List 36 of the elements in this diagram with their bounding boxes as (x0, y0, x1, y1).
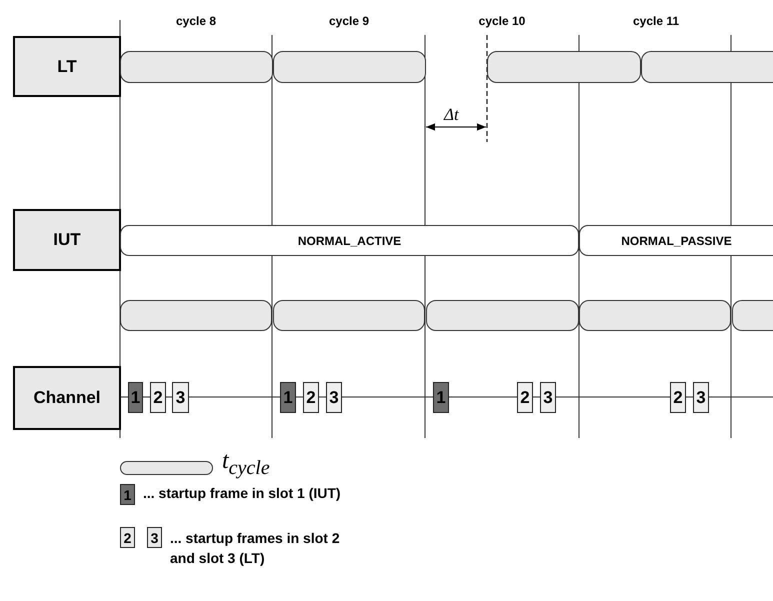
startup-frame: 3 (326, 382, 342, 413)
startup-frame: 1 (280, 382, 296, 413)
state-bar: NORMAL_PASSIVE (579, 225, 773, 256)
dimension-label: Δt (444, 105, 459, 125)
legend-swatch: 3 (147, 527, 162, 548)
cycle-label: cycle 9 (328, 14, 370, 28)
cycle-label: cycle 10 (478, 14, 526, 28)
startup-frame: 3 (540, 382, 556, 413)
startup-frame: 1 (128, 382, 143, 413)
startup-frame: 1 (433, 382, 449, 413)
lane-label-box: IUT (13, 209, 121, 271)
lane-label-box: Channel (13, 366, 121, 430)
cycle-bar (120, 300, 272, 331)
legend-swatch: 1 (120, 484, 135, 505)
startup-frame: 2 (670, 382, 686, 413)
cycle-bar (273, 51, 426, 83)
lane-label-box: LT (13, 36, 121, 97)
cycle-label: cycle 11 (632, 14, 680, 28)
legend-text: ... startup frames in slot 2 and slot 3 (LT) (170, 529, 341, 568)
cycle-bar (120, 51, 273, 83)
startup-frame: 3 (172, 382, 189, 413)
cycle-bar (487, 51, 641, 83)
legend-text: ... startup frame in slot 1 (IUT) (143, 485, 341, 501)
cycle-bar (732, 300, 773, 331)
state-bar: NORMAL_ACTIVE (120, 225, 579, 256)
startup-frame: 2 (150, 382, 166, 413)
legend-text: t$_{cycle}$ (222, 448, 270, 480)
cycle-bar (426, 300, 579, 331)
cycle-bar (641, 51, 773, 83)
cycle-bar (273, 300, 425, 331)
startup-frame: 2 (303, 382, 319, 413)
startup-frame: 2 (517, 382, 533, 413)
cycle-label: cycle 8 (176, 14, 216, 28)
startup-frame: 3 (693, 382, 709, 413)
cycle-bar (579, 300, 731, 331)
legend-swatch: 2 (120, 527, 135, 548)
